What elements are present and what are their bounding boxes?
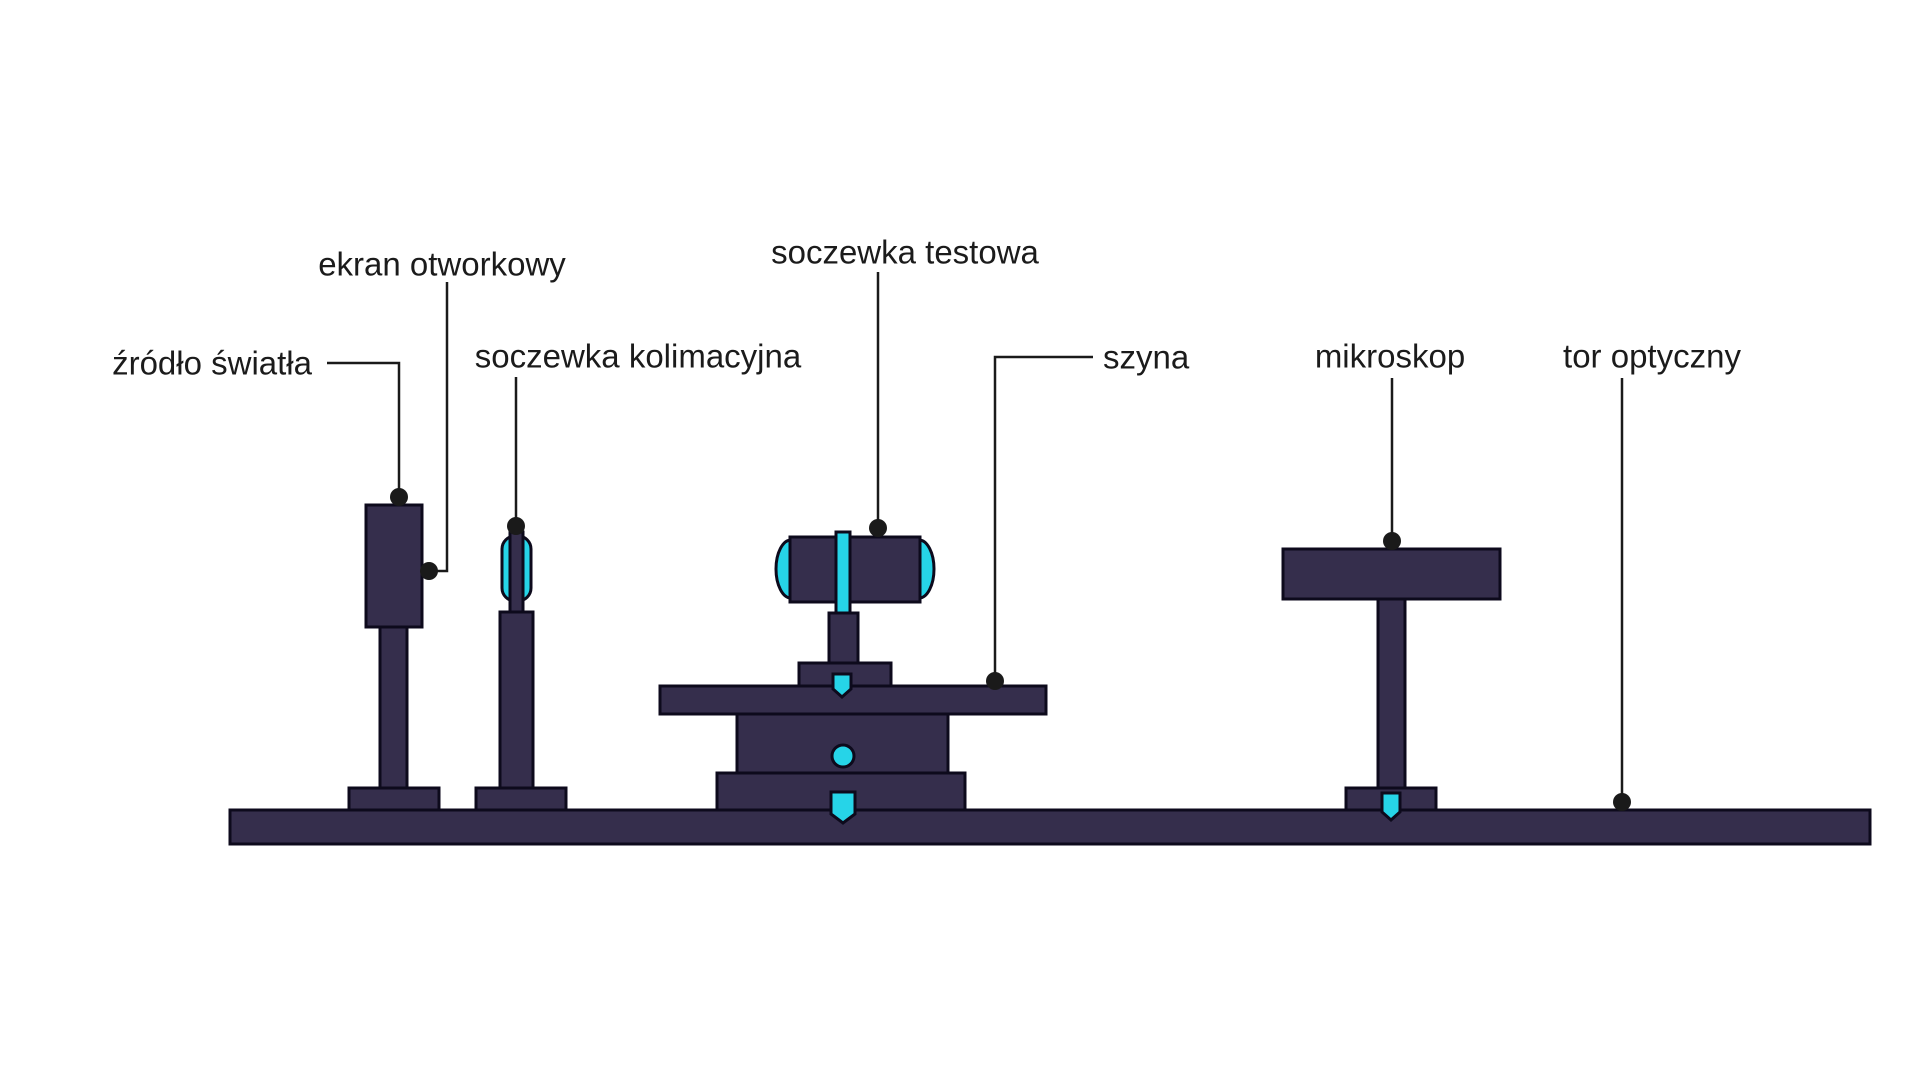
foot-pointer-icon — [829, 790, 857, 825]
label-tor-optyczny: tor optyczny — [1563, 338, 1741, 375]
microscope-leader-dot — [1383, 532, 1401, 550]
rail-leader-dot — [986, 672, 1004, 690]
test-lens-slide — [834, 530, 852, 615]
pinhole-screen-leader-dot — [420, 562, 438, 580]
light-source-leader-line — [327, 361, 401, 489]
microscope-head — [1281, 547, 1502, 601]
label-zrodlo-swiatla: źródło światła — [112, 345, 313, 382]
light-source-leader-dot — [390, 488, 408, 506]
test-lens-group — [658, 530, 1048, 825]
light-source-head — [364, 503, 424, 629]
label-ekran-otworkowy: ekran otworkowy — [318, 246, 566, 283]
microscope-column — [1376, 597, 1407, 790]
carriage-knob-icon — [830, 743, 856, 769]
microscope-pointer-icon — [1380, 791, 1402, 823]
light-source-base — [347, 786, 441, 812]
optical-track-bar — [228, 808, 1872, 846]
labels-group: źródło światła ekran otworkowy soczewka … — [112, 234, 1741, 382]
collimating-lens-leader-dot — [507, 517, 525, 535]
optical-track-group — [228, 808, 1872, 846]
collimating-lens-rod — [508, 530, 525, 614]
collimating-lens-group — [474, 530, 568, 812]
test-lens-barrel — [788, 535, 922, 604]
leaders-group — [327, 272, 1631, 811]
label-mikroskop: mikroskop — [1315, 338, 1465, 375]
label-szyna: szyna — [1103, 339, 1190, 376]
pinhole-screen-leader-line — [437, 282, 449, 573]
light-source-group — [347, 503, 441, 812]
light-source-stem — [378, 625, 409, 790]
microscope-group — [1281, 547, 1502, 823]
test-lens-post — [827, 611, 860, 667]
test-lens-leader-dot — [869, 519, 887, 537]
label-soczewka-testowa: soczewka testowa — [771, 234, 1039, 271]
label-soczewka-kolimacyjna: soczewka kolimacyjna — [475, 338, 802, 375]
collimating-lens-post — [498, 610, 535, 790]
collimating-lens-base — [474, 786, 568, 812]
rail-bar — [658, 684, 1048, 716]
rail-leader-line — [993, 355, 1093, 673]
optical-track-leader-dot — [1613, 793, 1631, 811]
carriage-pointer-icon — [831, 672, 853, 700]
